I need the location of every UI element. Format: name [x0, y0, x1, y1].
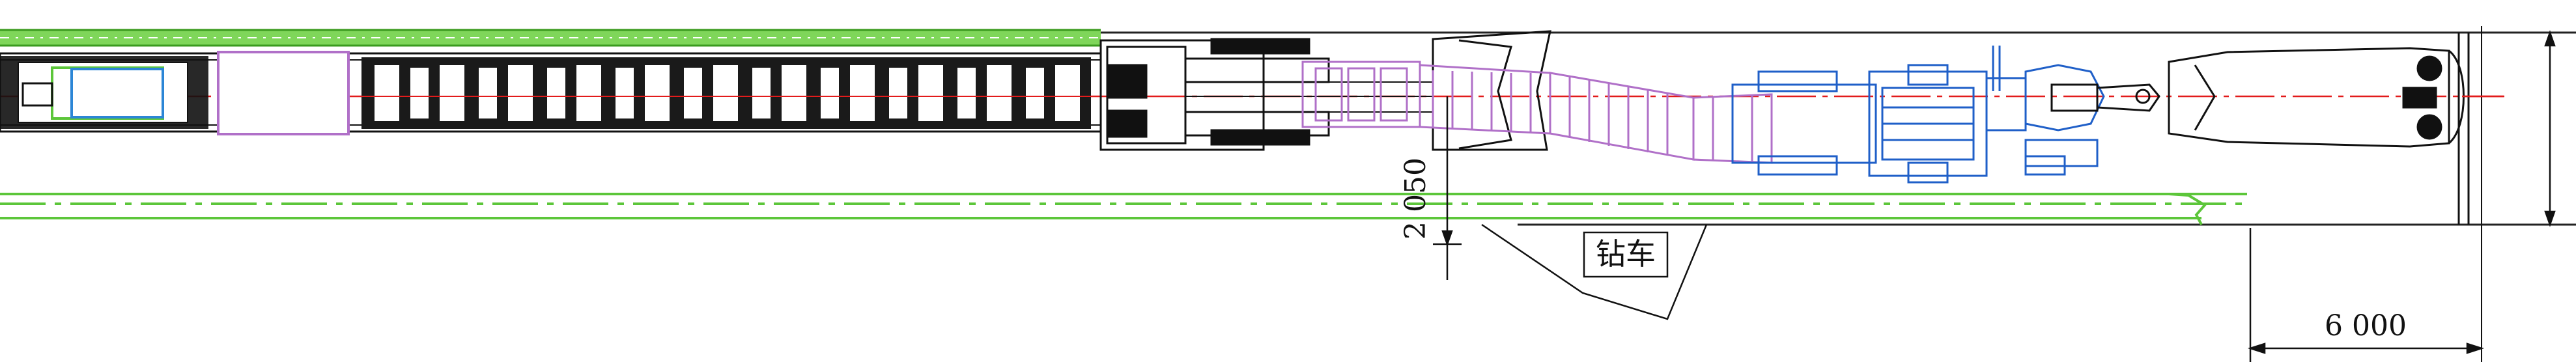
- drill-machine: [1731, 46, 2105, 184]
- loader-section: [1099, 30, 1551, 151]
- cutter-boom: [2096, 47, 2465, 148]
- callout-box: [1583, 231, 1669, 278]
- hopper-car-windows: [375, 65, 1080, 121]
- vertical-dimension: [1433, 96, 1462, 280]
- callout-leader-icon: [1481, 223, 1708, 320]
- green-track-strip: [0, 29, 1101, 47]
- vertical-dimension-text: 2 050: [1399, 158, 1432, 240]
- right-dimension: [2544, 30, 2556, 227]
- green-floor-rails: [0, 193, 2247, 225]
- horizontal-dimension-text: 6 000: [2325, 309, 2407, 342]
- tunnel-outline: [1101, 31, 2576, 226]
- tunnel-face: [2457, 26, 2504, 362]
- callout-label: 钻车: [1596, 236, 1656, 272]
- bridge-conveyor: [1301, 61, 1773, 164]
- horizontal-dimension-icon: [2247, 228, 2485, 362]
- rolling-stock: [0, 51, 1102, 135]
